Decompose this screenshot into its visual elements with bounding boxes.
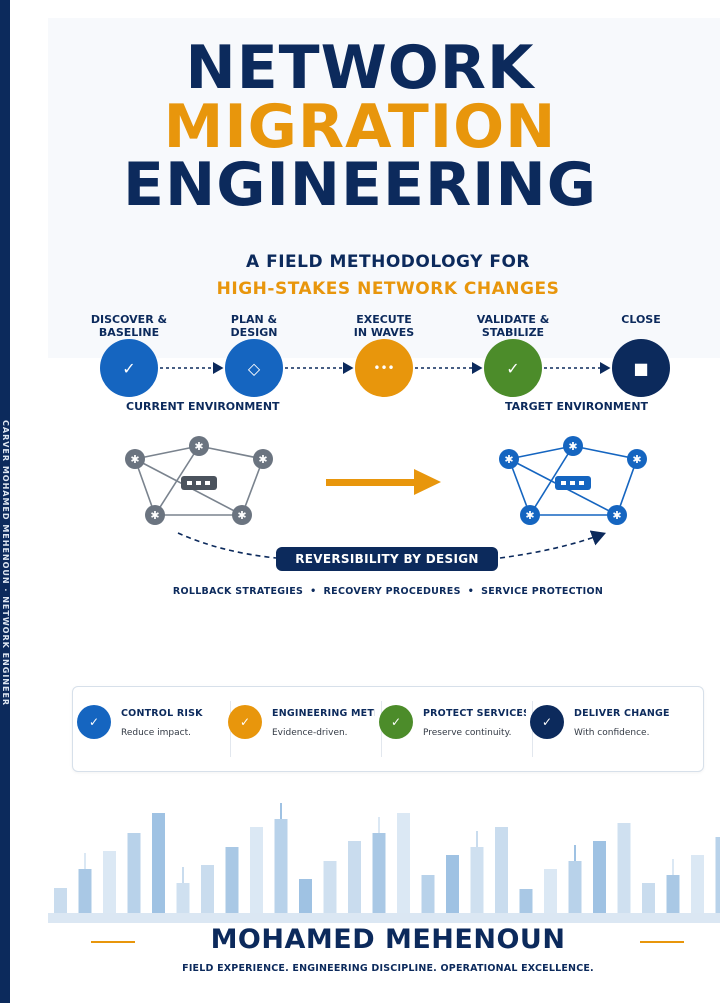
skyline-bar <box>372 833 386 913</box>
check-icon: ✓ <box>77 705 111 739</box>
skyline-bar <box>715 837 720 913</box>
migration-arrow-icon <box>326 469 441 495</box>
svg-text:✱: ✱ <box>237 509 246 522</box>
title-line-1: NETWORK <box>185 33 535 103</box>
skyline-bar <box>225 847 239 913</box>
pillar-engineering-method: ✓ ENGINEERING METHOD Evidence-driven. <box>224 687 375 771</box>
pillar-title: DELIVER CHANGE <box>574 708 670 719</box>
skyline-antenna <box>672 859 674 875</box>
recovery-procedures-label: RECOVERY PROCEDURES <box>323 586 461 597</box>
pillar-desc: Preserve continuity. <box>423 728 512 738</box>
pillar-title: CONTROL RISK <box>121 708 203 719</box>
stage-label-discover: DISCOVER &BASELINE <box>90 313 168 339</box>
skyline-antenna <box>84 853 86 869</box>
tagline: FIELD EXPERIENCE. ENGINEERING DISCIPLINE… <box>182 963 594 974</box>
skyline-bar <box>127 833 141 913</box>
check-icon: ✓ <box>379 705 413 739</box>
stage-label-plan: PLAN &DESIGN <box>230 313 278 339</box>
skyline-bar <box>568 861 582 913</box>
title-line-2: MIGRATION <box>163 92 557 162</box>
pillar-desc: Evidence-driven. <box>272 728 348 738</box>
skyline-bar <box>544 869 557 913</box>
skyline-bar <box>617 823 631 913</box>
target-nodes: ✱ ✱ ✱ ✱ ✱ <box>499 436 647 525</box>
skyline-bar <box>348 841 361 913</box>
skyline-bar <box>299 879 312 913</box>
svg-text:✱: ✱ <box>504 453 513 466</box>
svg-text:✱: ✱ <box>130 453 139 466</box>
subtitle-line-2: HIGH-STAKES NETWORK CHANGES <box>216 279 560 299</box>
diamond-icon: ◇ <box>225 339 283 397</box>
pillar-control-risk: ✓ CONTROL RISK Reduce impact. <box>73 687 224 771</box>
network-diagrams: ✱ ✱ ✱ ✱ ✱ ✱ ✱ ✱ ✱ ✱ <box>125 436 647 559</box>
skyline-antenna <box>476 831 478 847</box>
svg-text:✱: ✱ <box>194 440 203 453</box>
dots-icon: ••• <box>355 339 413 397</box>
skyline-bar <box>421 875 435 913</box>
skyline-bar <box>274 819 288 913</box>
skyline-bar <box>176 883 190 913</box>
title-line-3: ENGINEERING <box>123 150 597 220</box>
check-icon: ✓ <box>530 705 564 739</box>
svg-text:✱: ✱ <box>258 453 267 466</box>
skyline-bar <box>666 875 680 913</box>
skyline-antenna <box>280 803 282 819</box>
pillar-deliver-change: ✓ DELIVER CHANGE With confidence. <box>526 687 702 771</box>
skyline-bar <box>446 855 459 913</box>
pillars-card: ✓ CONTROL RISK Reduce impact. ✓ ENGINEER… <box>72 686 704 772</box>
rollback-strategies-label: ROLLBACK STRATEGIES <box>172 586 304 597</box>
current-nodes: ✱ ✱ ✱ ✱ ✱ <box>125 436 273 525</box>
skyline-bar <box>78 869 92 913</box>
svg-text:✱: ✱ <box>632 453 641 466</box>
right-accent-rule <box>640 941 684 943</box>
current-environment-label: CURRENT ENVIRONMENT <box>126 400 280 413</box>
skyline-antenna <box>378 817 380 833</box>
skyline-bar <box>250 827 263 913</box>
svg-text:✱: ✱ <box>568 440 577 453</box>
stop-square-icon: ■ <box>612 339 670 397</box>
skyline-bar <box>642 883 655 913</box>
rollback-curve <box>177 532 277 559</box>
author-name: MOHAMED MEHENOUN <box>210 924 566 955</box>
stage-label-close: CLOSE <box>621 313 661 326</box>
skyline-bar <box>519 889 533 913</box>
svg-text:✱: ✱ <box>525 509 534 522</box>
stage-label-validate: VALIDATE &STABILIZE <box>476 313 550 339</box>
skyline-bar <box>152 813 165 913</box>
skyline-antenna <box>574 845 576 861</box>
skyline-bar <box>495 827 508 913</box>
reversibility-badge: REVERSIBILITY BY DESIGN <box>276 547 498 571</box>
check-icon: ✓ <box>100 339 158 397</box>
pillar-desc: Reduce impact. <box>121 728 191 738</box>
target-environment-label: TARGET ENVIRONMENT <box>505 400 649 413</box>
left-spine <box>0 0 10 1003</box>
skyline-bar <box>470 847 484 913</box>
service-protection-label: SERVICE PROTECTION <box>481 586 604 597</box>
check-icon: ✓ <box>228 705 262 739</box>
left-accent-rule <box>91 941 135 943</box>
skyline-bar <box>691 855 704 913</box>
skyline-bar <box>593 841 606 913</box>
decorative-bar-skyline <box>48 803 720 923</box>
svg-text:✱: ✱ <box>150 509 159 522</box>
skyline-bar <box>103 851 116 913</box>
flow-arrows <box>160 362 611 374</box>
svg-text:✱: ✱ <box>612 509 621 522</box>
pillar-title: PROTECT SERVICES <box>423 708 526 719</box>
pillar-protect-services: ✓ PROTECT SERVICES Preserve continuity. <box>375 687 526 771</box>
skyline-antenna <box>182 867 184 883</box>
skyline-bar <box>397 813 410 913</box>
skyline-bar <box>323 861 337 913</box>
pillar-title: ENGINEERING METHOD <box>272 708 375 719</box>
reversibility-items: ROLLBACK STRATEGIES•RECOVERY PROCEDURES•… <box>172 586 604 597</box>
header-panel <box>48 18 720 358</box>
skyline-bar <box>201 865 214 913</box>
skyline-bar <box>54 888 67 913</box>
subtitle-line-1: A FIELD METHODOLOGY FOR <box>246 252 530 272</box>
pillar-desc: With confidence. <box>574 728 650 738</box>
forward-curve <box>499 530 606 559</box>
check-icon: ✓ <box>484 339 542 397</box>
